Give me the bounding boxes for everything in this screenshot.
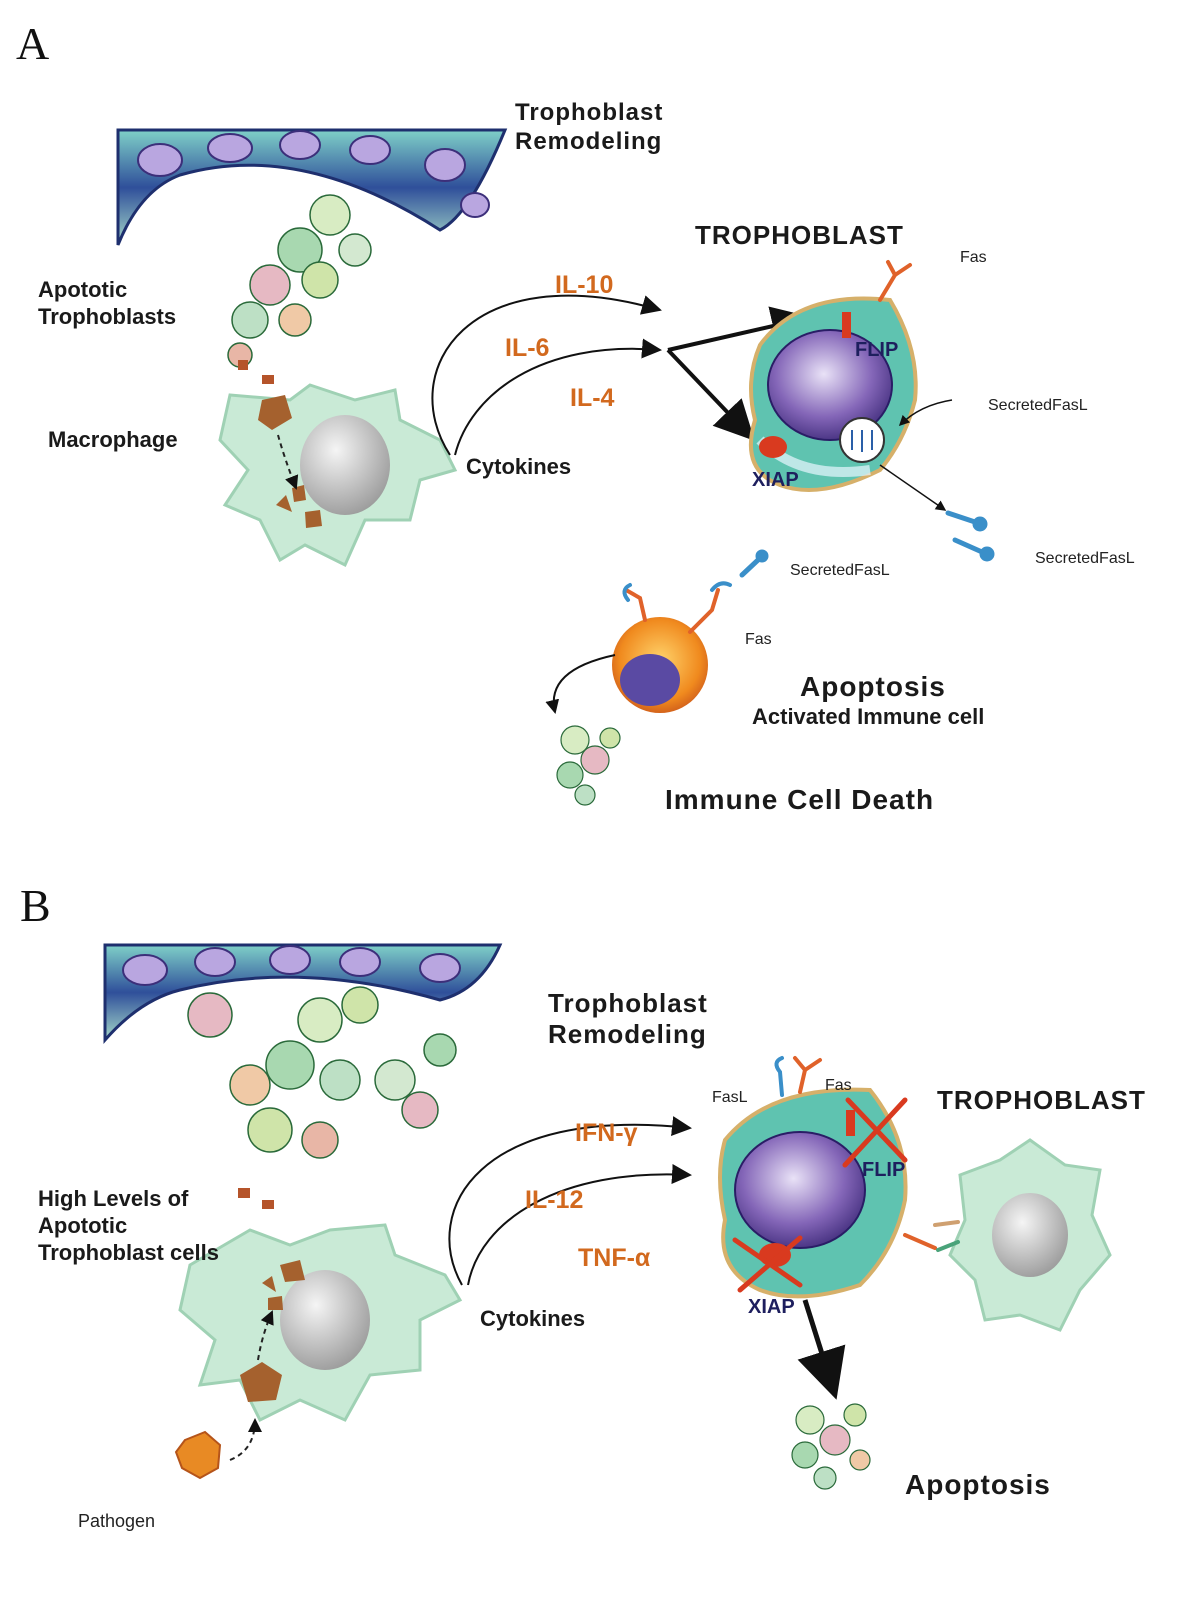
xiap-marker-b [759, 1243, 791, 1267]
fasl-molecules-a [739, 510, 995, 578]
flip-marker-a [842, 312, 851, 338]
tissue-cells-b [122, 945, 461, 986]
tissue-cells-a [137, 130, 490, 218]
cytokine-arrow-il10-a [431, 294, 662, 456]
remodeling-b-line-1: Trophoblast [548, 988, 708, 1018]
fasl-label-b: FasL [712, 1089, 748, 1106]
pathogen-label: Pathogen [78, 1511, 156, 1531]
cytokine-il12-label: IL-12 [525, 1186, 584, 1214]
macrophage-nucleus-c [992, 1193, 1068, 1277]
pathogen-arrow [229, 1418, 262, 1461]
xiap-label-a: XIAP [752, 469, 799, 491]
high-levels-line-2: Apototic [38, 1213, 128, 1239]
pathogen-icon [174, 1430, 222, 1480]
cytokine-il4-label: IL-4 [570, 384, 615, 412]
trophoblast-remodeling-label-b: Trophoblast Remodeling [548, 988, 708, 1050]
high-levels-label: High Levels of Apototic Trophoblast cell… [38, 1187, 219, 1264]
immune-death-arrow [545, 654, 616, 714]
cytokine-arrow-il4-a [454, 338, 662, 456]
panel-label-a: A [16, 18, 50, 69]
cytokine-arrow-il12-b [467, 1164, 692, 1286]
xiap-marker-a [759, 436, 787, 458]
macrophage-nucleus-a [300, 415, 390, 515]
cell-contact-fas-b [903, 1220, 960, 1252]
apototic-line-1: Apototic [38, 277, 128, 302]
high-levels-line-1: High Levels of [38, 1186, 189, 1211]
trophoblast-title-b: TROPHOBLAST [937, 1085, 1146, 1115]
flip-label-a: FLIP [855, 339, 899, 361]
xiap-label-b: XIAP [748, 1296, 795, 1318]
debris-b [238, 1188, 274, 1209]
secreted-fasl-pointer-a [898, 399, 953, 427]
fas-label-immune: Fas [745, 631, 772, 648]
phagocytosis-arrow-b [257, 1310, 274, 1361]
flip-marker-b [846, 1110, 855, 1136]
trophoblast-remodeling-label-a: Trophoblast Remodeling [515, 99, 664, 156]
apoptosis-label-b: Apoptosis [905, 1469, 1051, 1500]
secreted-fasl-label-3: SecretedFasL [790, 562, 890, 579]
phagocytosed-fragments-b [240, 1260, 305, 1402]
secreted-fasl-label-2: SecretedFasL [1035, 550, 1135, 567]
apoptotic-cluster-b [791, 1403, 871, 1490]
debris-a [238, 360, 274, 384]
high-levels-line-3: Trophoblast cells [38, 1240, 219, 1266]
phagocytosis-arrow-a [277, 434, 299, 490]
activated-immune-cell-label: Activated Immune cell [752, 704, 985, 729]
remodeling-line-1: Trophoblast [515, 99, 664, 126]
apoptosis-arrow-b [797, 1299, 846, 1400]
immune-cell-nucleus [620, 654, 680, 706]
trophoblast-nucleus-b [734, 1131, 866, 1249]
pathway-arrow-xiap-a [666, 348, 755, 441]
fasl-fas-complex-b [774, 1056, 822, 1097]
apototic-line-2: Trophoblasts [38, 304, 177, 330]
apoptosis-label-a: Apoptosis [800, 671, 946, 702]
apoptotic-trophoblast-cluster-b [187, 986, 457, 1159]
cytokines-label-a: Cytokines [466, 454, 572, 479]
macrophage-nucleus-b [280, 1270, 370, 1370]
flip-label-b: FLIP [862, 1159, 906, 1181]
panel-label-b: B [20, 880, 51, 931]
cytokine-ifng-label: IFN-γ [575, 1119, 638, 1147]
fas-label-top-a: Fas [960, 249, 987, 266]
immune-cell-fas-receptors [624, 588, 720, 634]
apoptotic-trophoblast-cluster-a [227, 194, 372, 368]
remodeling-line-2: Remodeling [515, 128, 663, 156]
cytokine-tnfa-label: TNF-α [578, 1244, 651, 1272]
xiap-inhibited-cross [732, 1235, 803, 1293]
cytokines-label-b: Cytokines [480, 1306, 586, 1331]
fas-label-b: Fas [825, 1077, 852, 1094]
cytokine-il10-label: IL-10 [555, 271, 614, 299]
apototic-trophoblasts-label: Apototic Trophoblasts [38, 278, 176, 328]
cytokine-arrow-ifng-b [448, 1116, 692, 1286]
macrophage-label: Macrophage [48, 427, 178, 452]
trophoblast-nucleus-a [767, 329, 893, 441]
fas-receptor-top-a [878, 260, 912, 302]
immune-cell-death-label: Immune Cell Death [665, 784, 935, 815]
secretion-arrow-a [879, 464, 947, 511]
immune-cell-death-cluster [556, 725, 621, 806]
remodeling-b-line-2: Remodeling [548, 1019, 707, 1050]
cytokine-il6-label: IL-6 [505, 334, 550, 362]
trophoblast-title-a: TROPHOBLAST [695, 220, 904, 250]
bound-fasl-a [622, 581, 732, 602]
secreted-fasl-label-1: SecretedFasL [988, 397, 1088, 414]
flip-inhibited-cross [842, 1097, 908, 1168]
vesicle-arrows-icon [851, 430, 873, 452]
